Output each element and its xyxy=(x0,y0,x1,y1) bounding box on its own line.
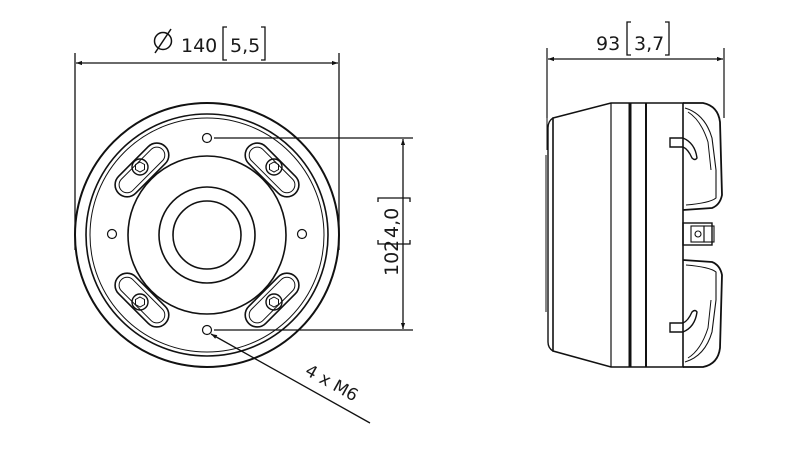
slots xyxy=(114,142,300,328)
depth-dimension: 93 3,7 xyxy=(546,21,725,118)
bracket-close xyxy=(261,26,266,61)
side-view: 93 3,7 xyxy=(545,21,725,368)
terminal-cap xyxy=(669,102,723,368)
depth-inches: 3,7 xyxy=(634,33,664,55)
front-view: 140 5,5 xyxy=(74,26,413,424)
diameter-dimension: 140 5,5 xyxy=(74,26,340,250)
mounting-holes xyxy=(106,132,308,336)
diameter-symbol-icon xyxy=(153,28,173,54)
mounting-note-text: 4 x M6 xyxy=(302,361,362,406)
bolt-spacing-dimension: 102 4,0 xyxy=(214,137,413,331)
diameter-inches: 5,5 xyxy=(230,35,260,57)
screw-heads xyxy=(131,158,283,311)
depth-value: 93 xyxy=(596,33,620,55)
bracket-open xyxy=(222,26,227,61)
diameter-value: 140 xyxy=(181,35,217,57)
bolt-spacing-value: 102 xyxy=(381,240,403,276)
bolt-spacing-inches: 4,0 xyxy=(381,208,403,238)
mounting-note-leader: 4 x M6 xyxy=(210,333,371,424)
